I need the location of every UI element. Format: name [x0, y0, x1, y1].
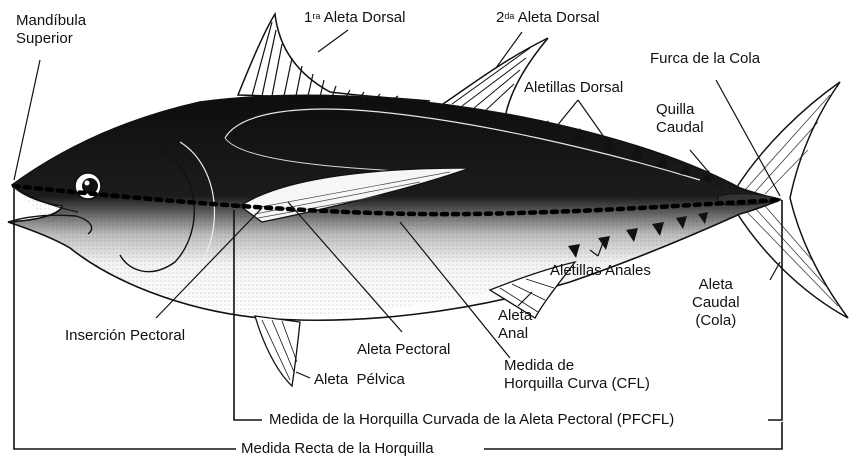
label-pectoral-fin: Aleta Pectoral: [357, 341, 450, 359]
label-straight-fork: Medida Recta de la Horquilla: [238, 440, 437, 458]
label-dorsal-finlets: Aletillas Dorsal: [524, 79, 623, 97]
first-dorsal-fin: [238, 14, 430, 101]
label-pectoral-insertion: Inserción Pectoral: [62, 327, 188, 345]
label-caudal-fin: Aleta Caudal (Cola): [692, 276, 740, 330]
label-anal-fin: Aleta Anal: [498, 307, 532, 343]
label-first-dorsal: 1ra Aleta Dorsal: [304, 9, 405, 27]
label-tail-fork: Furca de la Cola: [650, 50, 760, 68]
label-anal-finlets: Aletillas Anales: [550, 262, 651, 280]
label-mandible: Mandíbula Superior: [16, 12, 86, 48]
label-caudal-keel: Quilla Caudal: [656, 101, 704, 137]
label-cfl: Medida de Horquilla Curva (CFL): [504, 357, 650, 393]
label-second-dorsal: 2da Aleta Dorsal: [496, 9, 599, 27]
label-pelvic-fin: Aleta Pélvica: [314, 371, 405, 389]
label-pfcfl: Medida de la Horquilla Curvada de la Ale…: [266, 411, 677, 429]
